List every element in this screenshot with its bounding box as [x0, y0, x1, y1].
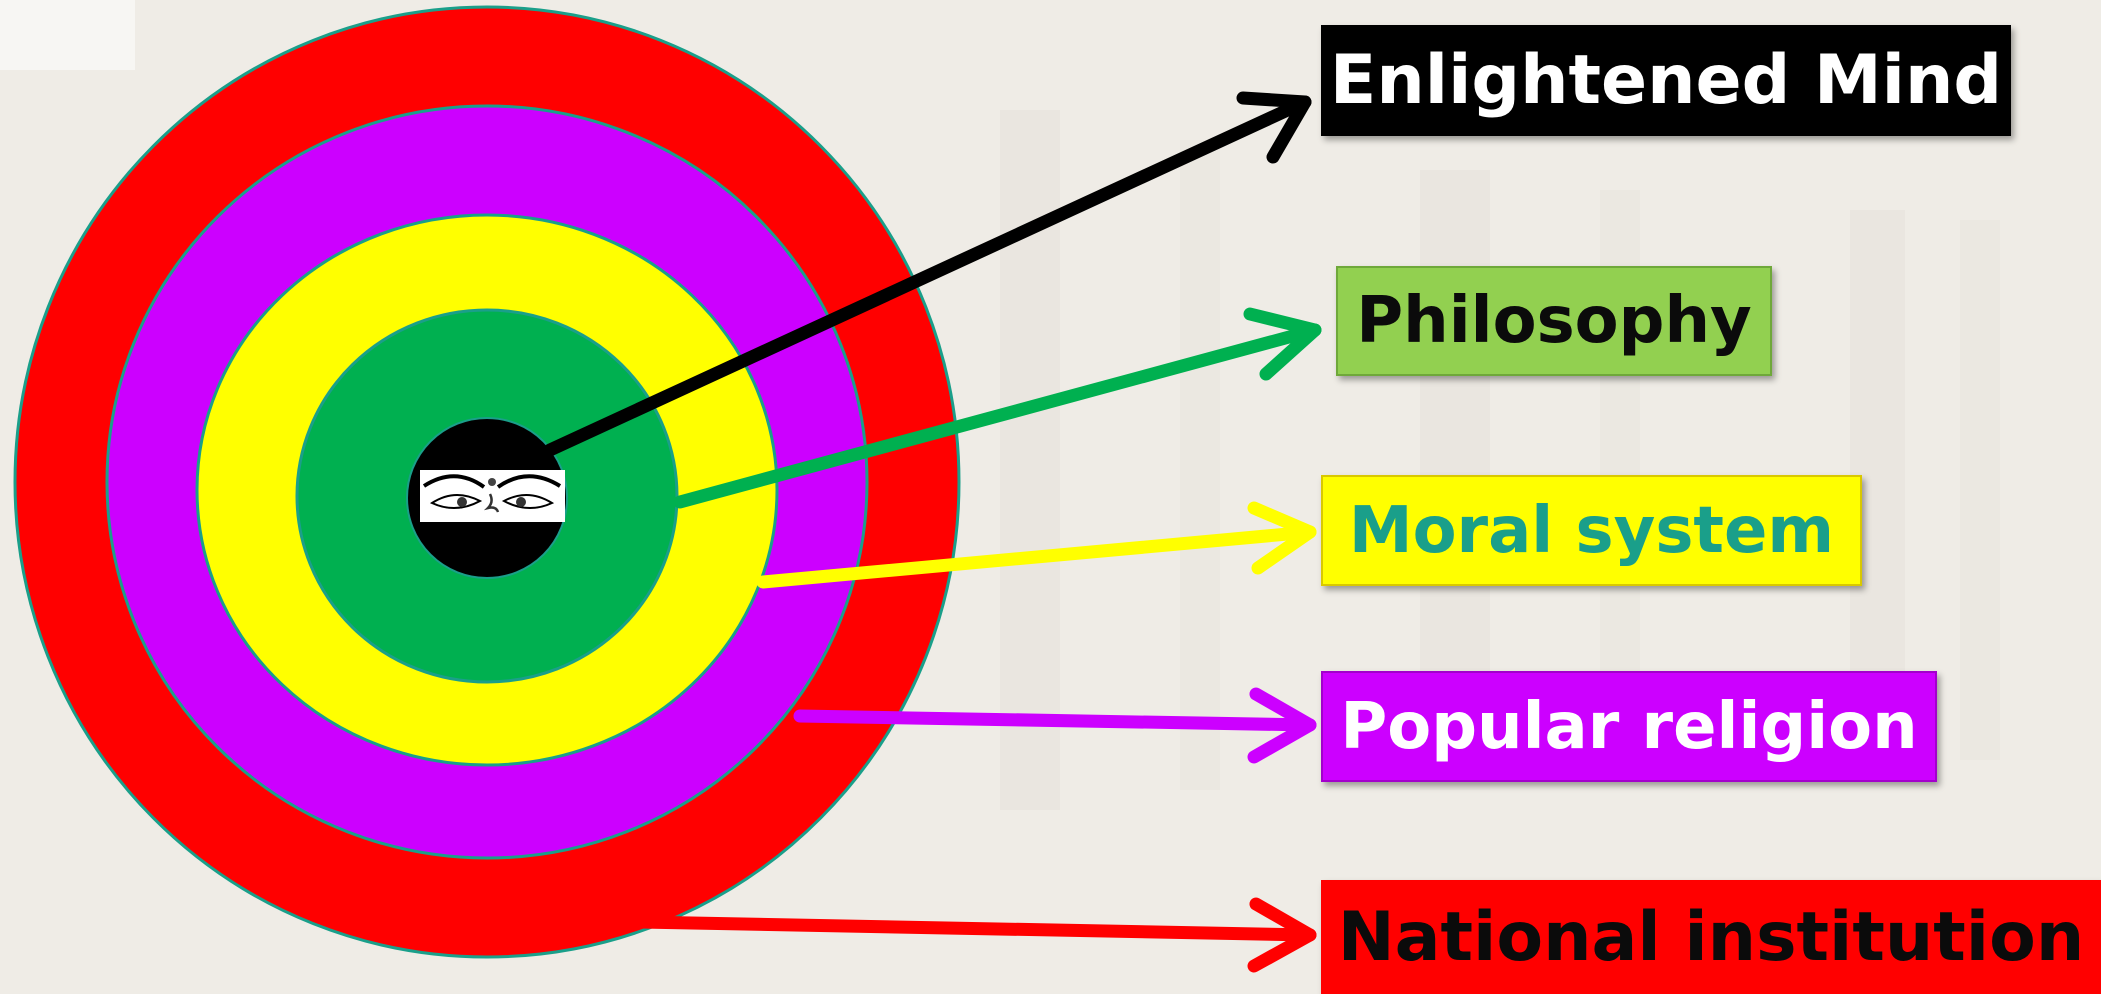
label-national-institution: National institution	[1321, 880, 2101, 994]
arrow-national-institution	[633, 897, 1317, 973]
arrow-moral-system	[756, 501, 1317, 589]
label-philosophy-text: Philosophy	[1356, 284, 1752, 358]
label-moral-system: Moral system	[1321, 475, 1862, 586]
buddha-eyes-icon	[420, 470, 565, 522]
label-enlightened-mind-text: Enlightened Mind	[1329, 41, 2003, 120]
arrow-popular-religion	[793, 687, 1317, 764]
label-popular-religion-text: Popular religion	[1340, 689, 1918, 764]
label-philosophy: Philosophy	[1336, 266, 1772, 376]
arrow-enlightened-mind	[543, 91, 1312, 457]
label-popular-religion: Popular religion	[1321, 671, 1937, 782]
label-moral-system-text: Moral system	[1348, 493, 1835, 568]
label-enlightened-mind: Enlightened Mind	[1321, 25, 2011, 136]
label-national-institution-text: National institution	[1337, 897, 2085, 977]
arrow-philosophy	[673, 307, 1322, 509]
